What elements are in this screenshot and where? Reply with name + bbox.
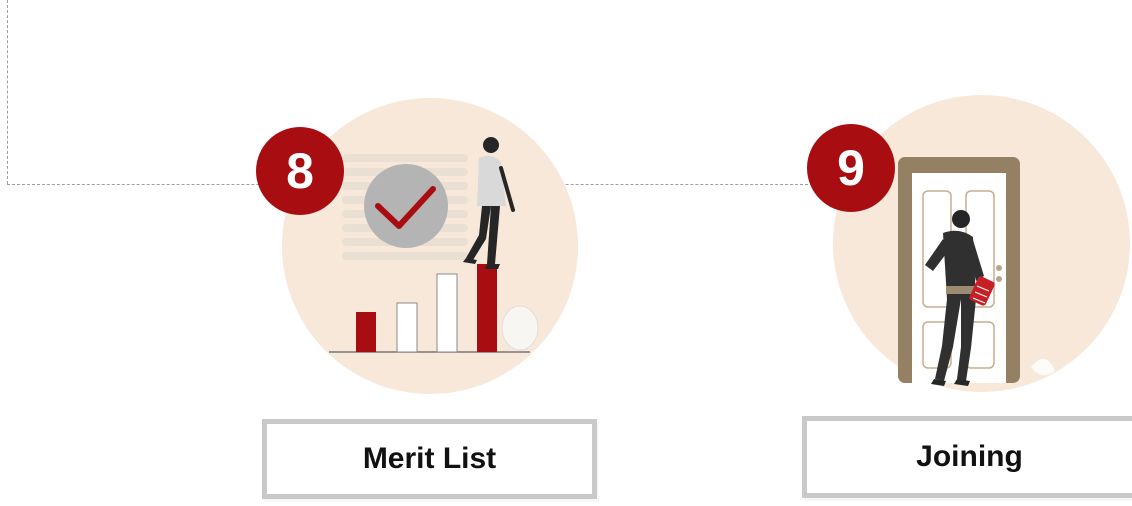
person-figure bbox=[925, 210, 984, 386]
bar-chart-bar-2 bbox=[396, 302, 418, 353]
step-8-badge: 8 bbox=[256, 127, 344, 215]
folder-icon bbox=[969, 276, 995, 306]
dashed-connector-vertical bbox=[7, 0, 8, 184]
bar-chart-bar-1 bbox=[356, 312, 376, 352]
decorative-leaf bbox=[501, 305, 539, 351]
joining-illustration bbox=[898, 157, 1055, 386]
merit-list-illustration bbox=[329, 137, 539, 353]
decorative-leaf bbox=[1031, 358, 1055, 376]
checkmark-icon bbox=[375, 186, 436, 229]
joining-label: Joining bbox=[802, 416, 1132, 498]
merit-list-label: Merit List bbox=[262, 419, 597, 499]
person-figure bbox=[463, 137, 515, 269]
bar-chart-bar-3 bbox=[436, 273, 458, 353]
checkmark-circle bbox=[364, 164, 448, 248]
step-9-badge: 9 bbox=[807, 124, 895, 212]
bar-chart-bar-4 bbox=[477, 264, 497, 352]
